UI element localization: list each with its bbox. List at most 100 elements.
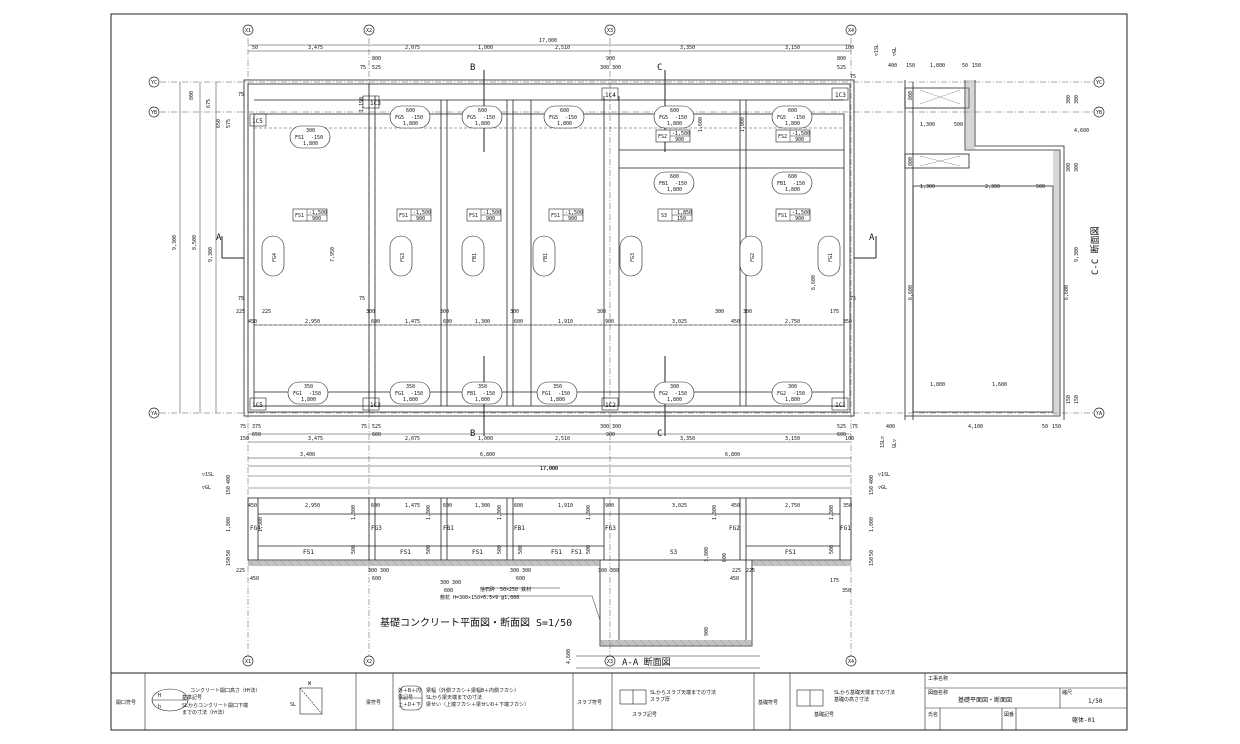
- side-top-dims: 400 150 1,800 50 150 ▽1SL ▽GL: [874, 44, 981, 69]
- opening-level: -150: [793, 115, 805, 121]
- aa-left-dim: 400: [226, 475, 232, 484]
- top-dim: 50: [252, 45, 258, 51]
- aa-height: 1,300: [426, 505, 432, 520]
- opening-level: -150: [483, 391, 495, 397]
- fs2-height: 900: [675, 137, 684, 143]
- top-sub-dim: 75: [850, 74, 856, 80]
- side-mid-dim: 500: [1036, 184, 1045, 190]
- aa-level: ▽1SL: [878, 472, 890, 478]
- fs2-tag: FS2 -1,500 900: [655, 129, 691, 143]
- mid-dim: 350: [843, 319, 852, 325]
- mid-dim: 600: [371, 319, 380, 325]
- legend-head: 開口符号: [116, 699, 136, 706]
- aa-member: FG1: [840, 525, 851, 532]
- fs2-level: -1,500: [792, 131, 810, 137]
- grid-x3-label-bottom: X3: [607, 659, 613, 665]
- grid-x1-label: X1: [245, 28, 251, 34]
- bottom-sub-dim: 300: [612, 424, 621, 430]
- aa-note-pile: 敷杭 H=300×150×6.5×9 @1,000: [440, 594, 519, 601]
- opening-name: FG1: [542, 391, 551, 397]
- footing-height: 900: [416, 216, 425, 222]
- opening-height: 1,800: [785, 187, 800, 193]
- opening-width: 600: [670, 174, 679, 180]
- inner-dim: 7,950: [330, 247, 336, 262]
- bottom-sub-dim: 75: [240, 424, 246, 430]
- mid-small-dim: 225: [262, 309, 271, 315]
- aa-right-dim: 1,800: [869, 517, 875, 532]
- opening-tag: 600 FG5 -150 1,800: [771, 105, 813, 129]
- opening-height: 1,800: [667, 187, 682, 193]
- aa-bottom-dim: 600: [372, 576, 381, 582]
- bottom-sub-dim: 650: [252, 432, 261, 438]
- mid-small-dim: 75: [359, 296, 365, 302]
- grid-x3-label: X3: [607, 28, 613, 34]
- vertical-opening-name: FG3: [630, 253, 636, 262]
- aa-slabs: FS1 FS1 FS1 FS1 FS1 S3 FS1: [303, 549, 796, 556]
- fs2-level: -1,500: [672, 131, 690, 137]
- bottom-sub-dim: 75: [852, 424, 858, 430]
- top-sub-dims: 800 525 900 300 300 800 525 75 75 75: [238, 56, 856, 98]
- bottom-dim: 3,350: [680, 436, 695, 442]
- mid-small-dim: 175: [830, 309, 839, 315]
- opening-level: -150: [311, 135, 323, 141]
- legend-sym: 上＋D＋下: [398, 701, 421, 708]
- aa-pit-dims: 3,800 600 900 300 300: [598, 547, 728, 636]
- aa-dim: 600: [514, 503, 523, 509]
- section-c-c-label: C-C 断面図: [1089, 226, 1101, 275]
- opening-name: FS1: [295, 135, 304, 141]
- grid-yc-label: YC: [151, 80, 157, 86]
- bottom-dim: 2,510: [555, 436, 570, 442]
- aa-height: 1,300: [351, 505, 357, 520]
- aa-level: ▽GL: [202, 485, 211, 491]
- opening-tag: 600 FB1 -150 1,800: [653, 171, 695, 195]
- aa-slab: FS1: [303, 549, 314, 556]
- opening-width: 350: [478, 384, 487, 390]
- aa-dim: 1,910: [558, 503, 573, 509]
- left-dim: 675: [206, 99, 212, 108]
- aa-bottom-dim: 300: [510, 568, 519, 574]
- footing-level: -1,500: [483, 210, 501, 216]
- grid-yb-label: YB: [151, 110, 157, 116]
- mid-dim: 900: [605, 319, 614, 325]
- aa-height: 500: [497, 545, 503, 554]
- opening-height: 1,800: [303, 141, 318, 147]
- side-v-dim: 50: [1042, 424, 1048, 430]
- group-dim: 6,800: [725, 452, 740, 458]
- opening-name: FG2: [659, 391, 668, 397]
- left-dim: 9,300: [172, 235, 178, 250]
- footing-tag: FS1 -1,500 900: [466, 208, 502, 222]
- opening-tag: 600 FG5 -150 1,800: [543, 105, 585, 129]
- footing-height: 900: [312, 216, 321, 222]
- aa-dim: 600: [371, 503, 380, 509]
- top-dim: 3,475: [308, 45, 323, 51]
- side-mid-dim: 1,300: [920, 122, 935, 128]
- legend-sym: 梁記号: [398, 694, 413, 701]
- legend-text: 基礎の高さ寸法: [834, 696, 869, 703]
- top-opening-tags: 300 FS1 -150 1,800 600 FG5 -150 1,800 60…: [289, 105, 813, 195]
- side-mid-dims: 1,300 500 1,300 2,300 500: [920, 122, 1045, 190]
- legend-strip: 開口符号 コンクリート開口高さ（Hﾔ法） 基準記号 SLからコンクリート開口下端…: [116, 673, 1127, 730]
- aa-pit-dim: 300: [598, 568, 607, 574]
- name-label: 氏名: [928, 711, 938, 718]
- legend-sym: h: [158, 704, 161, 710]
- legend-footing: 基礎符号 SLから基礎天端までの寸法 基礎の高さ寸法 基礎記号: [758, 689, 895, 718]
- opening-level: -150: [309, 391, 321, 397]
- aa-dim: 900: [605, 503, 614, 509]
- aa-slab: FS1: [551, 549, 562, 556]
- opening-height: 1,800: [785, 121, 800, 127]
- top-dim: 100: [845, 45, 854, 51]
- pit-depth-dim: 4,600: [566, 649, 572, 664]
- bottom-sub-dim: 375: [252, 424, 261, 430]
- opening-tag: 600 FG5 -150 1,800: [653, 105, 695, 129]
- footing-level: -1,500: [792, 210, 810, 216]
- aa-height: 500: [351, 545, 357, 554]
- aa-member: FB1: [514, 525, 525, 532]
- legend-text: コンクリート開口高さ（Hﾔ法）: [190, 687, 261, 694]
- opening-tag: 300 FG2 -150 1,800: [771, 381, 813, 405]
- bottom-sub-dim: 525: [837, 424, 846, 430]
- vertical-opening-name: FB1: [543, 253, 549, 262]
- vertical-opening-name: FG4: [272, 253, 278, 262]
- opening-height: 1,800: [403, 397, 418, 403]
- side-mid-dim: 1,300: [920, 184, 935, 190]
